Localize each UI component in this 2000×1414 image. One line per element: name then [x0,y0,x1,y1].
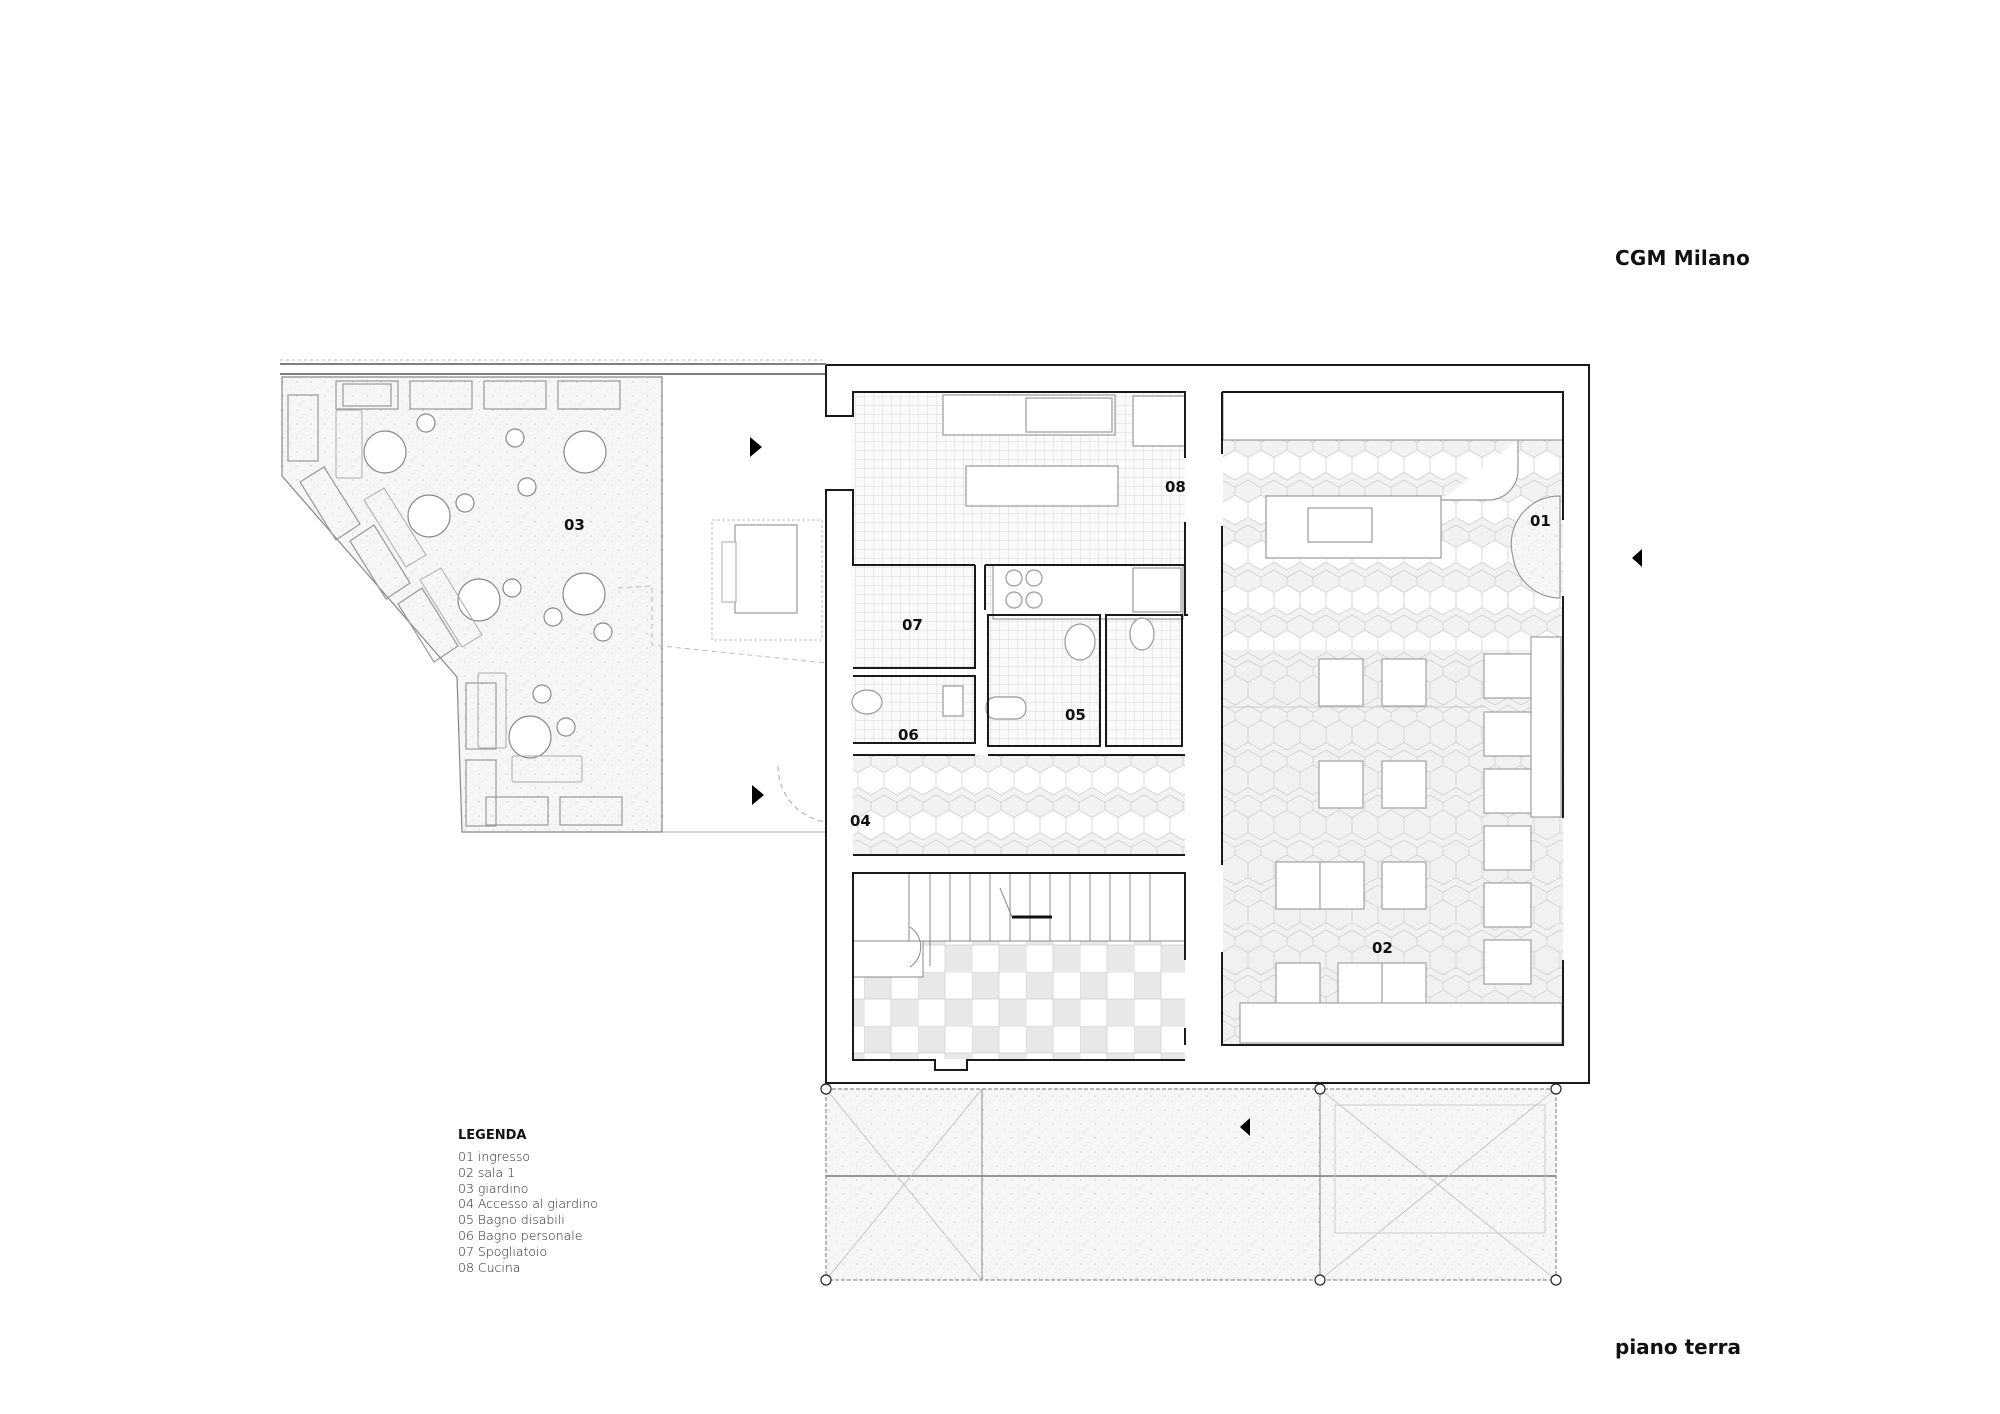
garden-area: 03 [280,359,827,833]
room-label-04: 04 [850,812,871,830]
legend-item: 01 ingresso [458,1149,531,1164]
dining-tables [1223,636,1563,1044]
legend-item: 06 Bagno personale [458,1227,583,1243]
entry-arrow-garden-bottom-icon [752,785,764,805]
legend-item: 08 Cucina [458,1259,521,1275]
portico [820,1083,1562,1286]
room-label-03: 03 [564,516,585,534]
room-label-05: 05 [1065,706,1086,724]
legend-item: 04 Accesso al giardino [458,1196,598,1212]
room-label-07: 07 [902,616,923,634]
legend-list: 01 ingresso 02 sala 1 03 giardino 04 Acc… [458,1149,598,1275]
kitchen [942,394,1186,620]
project-title: CGM Milano [1615,246,1751,270]
legend-item: 03 giardino [458,1180,529,1196]
entry-arrow-garden-top-icon [750,437,762,457]
room-label-02: 02 [1372,939,1393,957]
legend-title: LEGENDA [458,1128,527,1143]
floor-name: piano terra [1615,1335,1741,1359]
room-label-08: 08 [1165,478,1186,496]
entry-arrow-portico-icon [1240,1118,1250,1136]
entry-arrow-main-icon [1632,549,1642,567]
walls [825,364,1590,1084]
legend-item: 02 sala 1 [458,1164,516,1180]
room-label-01: 01 [1530,512,1551,530]
legend-item: 05 Bagno disabili [458,1212,565,1228]
service-rooms [851,617,1155,720]
room-label-06: 06 [898,726,919,744]
legend-item: 07 Spogliatoio [458,1243,548,1259]
legend: LEGENDA 01 ingresso 02 sala 1 03 giardin… [458,1128,598,1275]
bar-counter [1222,391,1564,599]
